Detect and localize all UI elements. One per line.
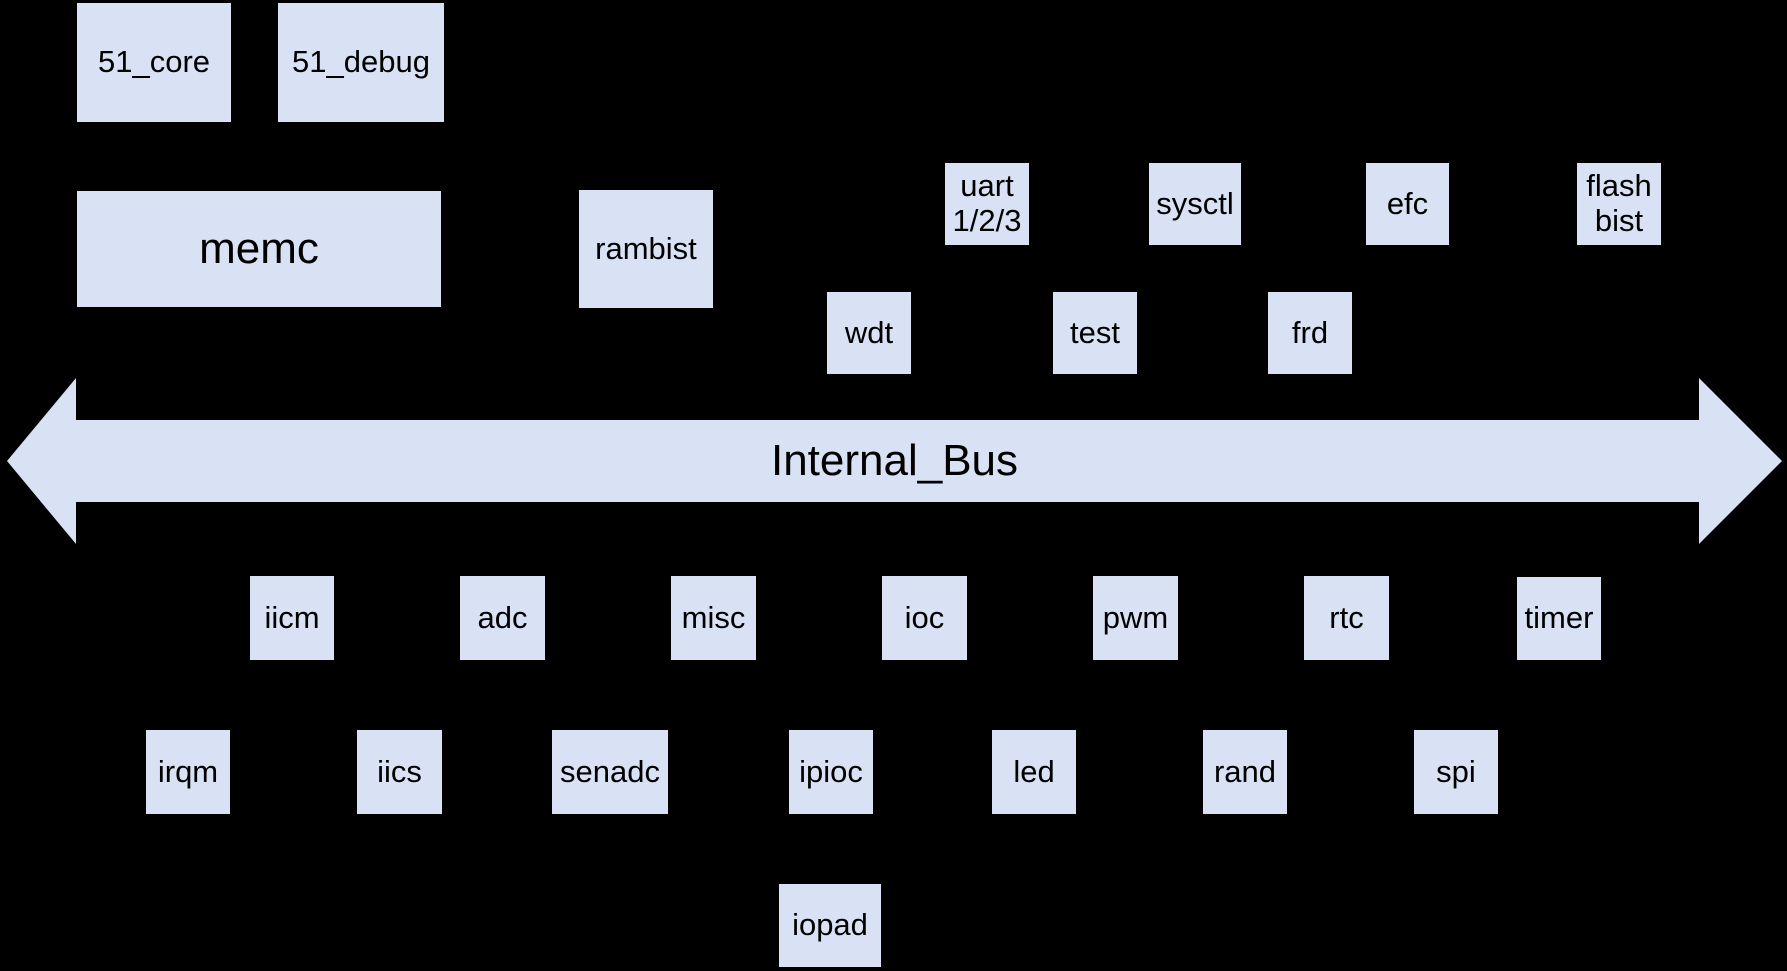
block-misc: misc bbox=[671, 576, 756, 660]
block-ioc: ioc bbox=[882, 576, 967, 660]
block-iopad: iopad bbox=[779, 884, 881, 967]
block-senadc: senadc bbox=[552, 730, 668, 814]
block-wdt: wdt bbox=[827, 292, 911, 374]
internal-bus-label: Internal_Bus bbox=[770, 436, 1019, 485]
block-ipioc: ipioc bbox=[789, 730, 873, 814]
block-uart123: uart 1/2/3 bbox=[945, 163, 1029, 245]
bus-right-arrowhead-icon bbox=[1699, 378, 1782, 544]
block-efc: efc bbox=[1366, 163, 1449, 245]
block-flash_bist: flash bist bbox=[1577, 163, 1661, 245]
block-sysctl: sysctl bbox=[1149, 163, 1241, 245]
block-pwm: pwm bbox=[1093, 576, 1178, 660]
block-memc: memc bbox=[77, 191, 441, 307]
internal-bus-arrow bbox=[76, 420, 1699, 502]
block-51_core: 51_core bbox=[77, 3, 231, 122]
block-frd: frd bbox=[1268, 292, 1352, 374]
block-iics: iics bbox=[357, 730, 442, 814]
bus-left-arrowhead-icon bbox=[7, 378, 76, 544]
block-irqm: irqm bbox=[146, 730, 230, 814]
block-spi: spi bbox=[1414, 730, 1498, 814]
block-adc: adc bbox=[460, 576, 545, 660]
block-rand: rand bbox=[1203, 730, 1287, 814]
block-rtc: rtc bbox=[1304, 576, 1389, 660]
block-51_debug: 51_debug bbox=[278, 3, 444, 122]
block-timer: timer bbox=[1517, 577, 1601, 660]
block-test: test bbox=[1053, 292, 1137, 374]
block-led: led bbox=[992, 730, 1076, 814]
block-iicm: iicm bbox=[250, 576, 334, 660]
block-rambist: rambist bbox=[579, 190, 713, 308]
